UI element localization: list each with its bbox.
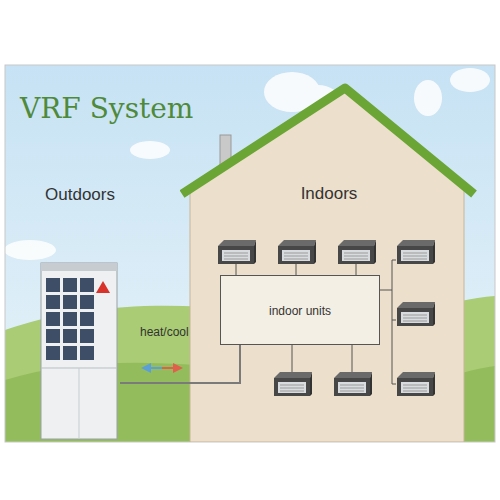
indoor-units-box: indoor units	[220, 275, 380, 345]
area-label: Indoors	[301, 184, 358, 204]
outdoor-unit-drawing	[40, 183, 120, 441]
outdoor-unit-node: Outdoors	[40, 183, 120, 441]
house-outline	[180, 80, 478, 442]
area-label: Outdoors	[45, 185, 115, 205]
diagram-title: VRF System	[20, 92, 193, 125]
house-node: Indoors indoor units	[180, 80, 478, 442]
title-wrap: VRF System	[20, 92, 193, 125]
edge-label-wrap: heat/cool	[140, 322, 189, 340]
text-wrap: Outdoors	[40, 185, 120, 205]
text-wrap: Indoors	[180, 184, 478, 204]
refrigerant-pipe	[120, 345, 240, 383]
box-label: indoor units	[269, 304, 331, 318]
edge-label: heat/cool	[140, 325, 189, 339]
text-wrap: indoor units	[269, 301, 331, 319]
